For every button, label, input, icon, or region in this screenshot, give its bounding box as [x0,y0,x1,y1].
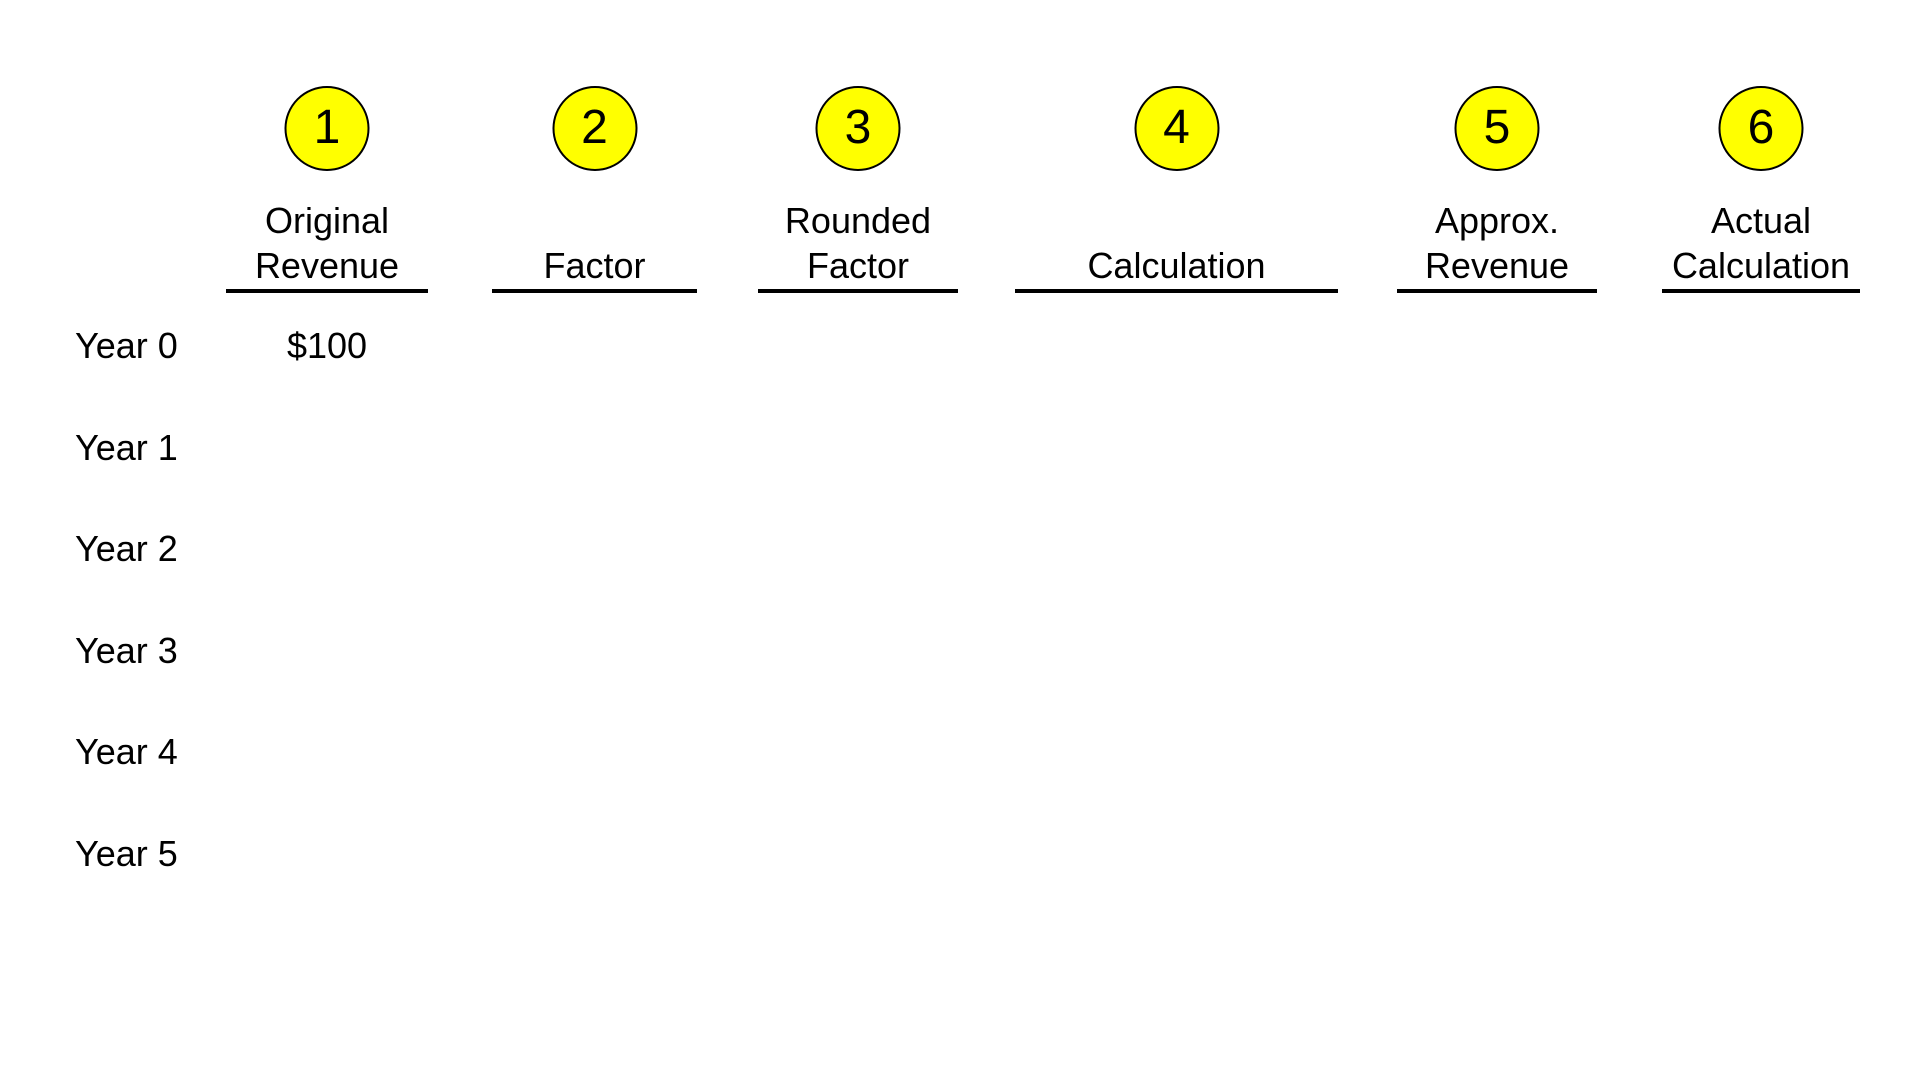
header-line: Factor [806,245,910,286]
row-label-year-2: Year 2 [75,528,178,569]
header-line: Rounded [784,200,932,241]
header-underline [492,289,697,293]
column-factor-header: Factor [492,190,697,288]
column-calculation: 4 Calculation [1015,0,1338,300]
header-line: Actual [1710,200,1812,241]
row-label-year-4: Year 4 [75,731,178,772]
column-factor: 2 Factor [492,0,697,300]
column-rounded-factor-header: Rounded Factor [758,190,958,288]
header-underline [1662,289,1860,293]
row-label-year-5: Year 5 [75,833,178,874]
header-line: Calculation [1671,245,1851,286]
step-6-number: 6 [1747,100,1775,154]
step-2-number: 2 [581,100,608,154]
header-underline [1015,289,1338,293]
step-6-badge: 6 [1718,86,1804,171]
column-calculation-header: Calculation [1015,190,1338,288]
step-4-number: 4 [1163,100,1190,154]
column-approx-revenue: 5 Approx. Revenue [1397,0,1597,300]
column-rounded-factor: 3 Rounded Factor [758,0,958,300]
row-label-year-0: Year 0 [75,325,178,366]
header-line: Revenue [1424,245,1570,286]
row-label-year-1: Year 1 [75,427,178,468]
step-5-badge: 5 [1454,86,1540,171]
step-1-number: 1 [313,100,341,154]
cell-year0-original-revenue: $100 [286,325,368,366]
step-3-number: 3 [844,100,872,154]
header-underline [1397,289,1597,293]
step-1-badge: 1 [284,86,370,171]
step-5-number: 5 [1483,100,1511,154]
column-original-revenue: 1 Original Revenue [226,0,428,300]
column-approx-revenue-header: Approx. Revenue [1397,190,1597,288]
header-line: Calculation [1087,245,1266,286]
step-3-badge: 3 [815,86,901,171]
step-4-badge: 4 [1134,86,1219,171]
column-actual-calculation: 6 Actual Calculation [1662,0,1860,300]
column-original-revenue-header: Original Revenue [226,190,428,288]
header-underline [758,289,958,293]
row-label-year-3: Year 3 [75,630,178,671]
column-actual-calculation-header: Actual Calculation [1662,190,1860,288]
step-2-badge: 2 [552,86,637,171]
header-line: Approx. [1434,200,1560,241]
header-line: Revenue [254,245,400,286]
header-line: Original [264,200,390,241]
header-underline [226,289,428,293]
header-line: Factor [543,245,646,286]
